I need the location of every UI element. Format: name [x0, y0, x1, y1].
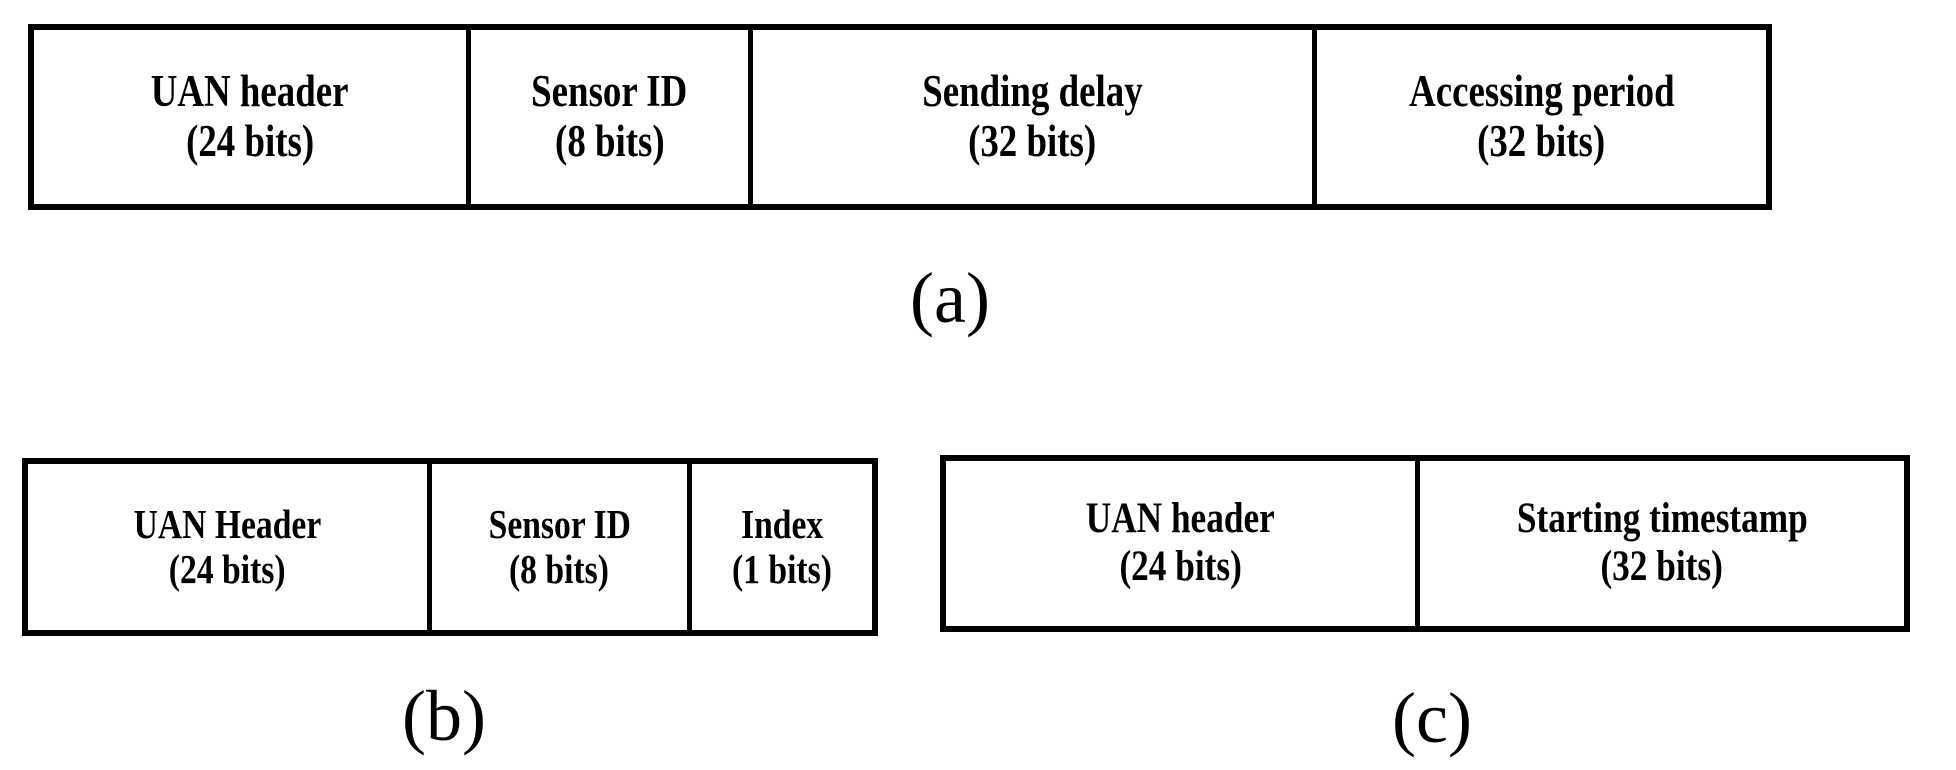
field-name: Sending delay [922, 66, 1143, 117]
field-name: Sensor ID [531, 66, 688, 117]
field-name: Sensor ID [488, 500, 631, 547]
field-size: (32 bits) [1477, 116, 1606, 167]
packet-a-field-sending-delay: Sending delay (32 bits) [753, 30, 1318, 204]
packet-a-field-sensor-id: Sensor ID (8 bits) [471, 30, 754, 204]
field-size: (32 bits) [1600, 543, 1724, 591]
packet-b-field-index: Index (1 bits) [692, 464, 872, 630]
field-size: (24 bits) [185, 116, 315, 167]
field-size: (8 bits) [554, 116, 665, 167]
packet-b-field-uan-header: UAN Header (24 bits) [28, 464, 433, 630]
field-name: UAN header [151, 66, 349, 117]
packet-diagram-b: UAN Header (24 bits) Sensor ID (8 bits) … [22, 458, 878, 636]
subfigure-caption-a: (a) [910, 258, 990, 338]
packet-a-field-uan-header: UAN header (24 bits) [34, 30, 471, 204]
field-size: (24 bits) [169, 545, 286, 592]
field-name: Index [740, 500, 823, 547]
field-size: (8 bits) [509, 545, 610, 592]
field-name: UAN header [1086, 495, 1276, 543]
field-size: (32 bits) [968, 116, 1097, 167]
subfigure-caption-c: (c) [1392, 678, 1472, 758]
field-name: UAN Header [133, 500, 322, 547]
field-name: Accessing period [1408, 66, 1675, 117]
packet-diagram-c: UAN header (24 bits) Starting timestamp … [940, 455, 1910, 632]
subfigure-caption-b: (b) [402, 676, 486, 756]
field-size: (1 bits) [731, 545, 832, 592]
packet-b-field-sensor-id: Sensor ID (8 bits) [432, 464, 692, 630]
packet-c-field-uan-header: UAN header (24 bits) [946, 461, 1421, 626]
field-size: (24 bits) [1119, 543, 1242, 591]
packet-diagram-a: UAN header (24 bits) Sensor ID (8 bits) … [28, 24, 1772, 210]
field-name: Starting timestamp [1516, 495, 1808, 543]
packet-a-field-accessing-period: Accessing period (32 bits) [1317, 30, 1766, 204]
packet-c-field-starting-timestamp: Starting timestamp (32 bits) [1420, 461, 1904, 626]
